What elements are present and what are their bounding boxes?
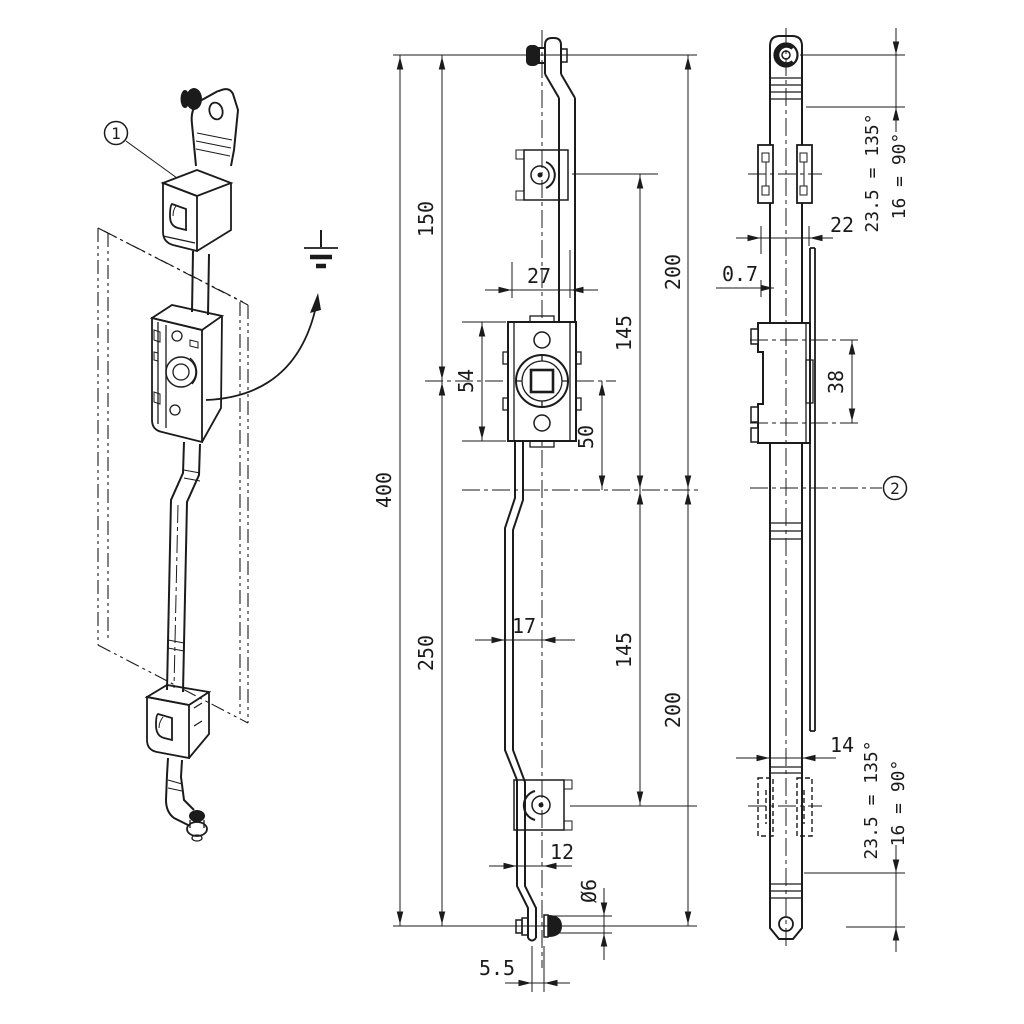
dim-travel-bottom: 23.5 = 135° 16 = 90° xyxy=(804,740,909,952)
dim-200-upper-label: 200 xyxy=(661,254,685,290)
rod-lower-segment xyxy=(166,441,201,693)
dim-dia6-label: Ø6 xyxy=(577,879,601,903)
dim-200-pair: 200 200 xyxy=(661,55,692,926)
balloon-item-2: 2 xyxy=(882,475,908,501)
bottom-hook xyxy=(164,757,208,842)
hook-hole xyxy=(208,101,224,121)
bracket-d-hole xyxy=(155,713,173,742)
dim-14-label: 14 xyxy=(830,733,854,757)
front-lower-clip xyxy=(513,779,573,831)
dim-22-label: 22 xyxy=(830,213,854,237)
dim-200-lower-label: 200 xyxy=(661,692,685,728)
front-view: 400 150 250 54 50 xyxy=(372,30,702,992)
front-reference-lines xyxy=(393,54,697,927)
dim-50: 50 xyxy=(574,381,606,490)
side-lock-housing xyxy=(750,322,814,444)
dim-travel-top-135-label: 23.5 = 135° xyxy=(862,113,883,232)
rotation-arrow-icon xyxy=(205,293,321,401)
dim-150-250: 150 250 xyxy=(414,55,446,926)
dim-dia6: Ø6 xyxy=(548,879,612,960)
dim-17-label: 17 xyxy=(512,614,536,638)
dim-145-pair: 145 145 xyxy=(612,174,644,806)
dim-0-7: 0.7 xyxy=(716,262,774,297)
dim-54-label: 54 xyxy=(454,369,478,393)
dim-14: 14 xyxy=(736,733,854,762)
isometric-view: 1 xyxy=(97,88,338,842)
dim-17: 17 xyxy=(475,614,575,644)
housing-screw-bottom xyxy=(533,414,551,432)
side-flat-bar xyxy=(809,247,816,732)
dim-38: 38 xyxy=(824,340,856,423)
dim-27: 27 xyxy=(485,250,598,298)
balloon-1-label: 1 xyxy=(111,124,121,143)
side-view: 2 22 0.7 38 14 xyxy=(716,28,910,952)
lower-guide-bracket xyxy=(144,684,212,760)
dim-145-lower-label: 145 xyxy=(612,632,636,668)
dim-400: 400 xyxy=(372,55,404,926)
dim-250-label: 250 xyxy=(414,635,438,671)
dim-54: 54 xyxy=(454,322,486,441)
dim-38-label: 38 xyxy=(824,370,848,394)
dim-27-label: 27 xyxy=(527,264,551,288)
upper-guide-bracket xyxy=(160,169,234,253)
dim-12-label: 12 xyxy=(550,840,574,864)
dim-0-7-label: 0.7 xyxy=(722,262,758,286)
dim-travel-top-90-label: 16 = 90° xyxy=(889,133,910,220)
dim-travel-bottom-135-label: 23.5 = 135° xyxy=(861,740,882,859)
front-upper-clip xyxy=(515,149,569,201)
balloon-item-1: 1 xyxy=(103,120,178,179)
housing-screw-top xyxy=(533,331,551,349)
dim-400-label: 400 xyxy=(372,472,396,508)
dim-22: 22 xyxy=(736,213,854,254)
rod-upper-segment xyxy=(191,250,210,316)
balloon-2-label: 2 xyxy=(890,479,900,498)
bracket-d-hole xyxy=(169,202,187,232)
rivet-head xyxy=(186,88,202,110)
leader-line xyxy=(125,140,178,179)
pin-head xyxy=(189,810,205,822)
panel-phantom-outline xyxy=(97,227,249,724)
dim-12: 12 xyxy=(489,840,574,874)
side-lower-bracket xyxy=(757,777,813,837)
ground-symbol-icon xyxy=(304,230,338,269)
dim-5-5-label: 5.5 xyxy=(479,956,515,980)
top-hook xyxy=(180,88,240,167)
dim-50-label: 50 xyxy=(574,425,598,449)
dim-145-upper-label: 145 xyxy=(612,315,636,351)
dim-150-label: 150 xyxy=(414,201,438,237)
dim-travel-bottom-90-label: 16 = 90° xyxy=(888,760,909,847)
spindle-square-hole xyxy=(529,368,555,394)
front-lock-housing xyxy=(502,315,582,448)
dim-5-5: 5.5 xyxy=(479,946,570,992)
lock-housing-iso xyxy=(149,304,225,444)
side-centerlines xyxy=(748,28,882,950)
dim-travel-top: 23.5 = 135° 16 = 90° xyxy=(800,28,910,233)
